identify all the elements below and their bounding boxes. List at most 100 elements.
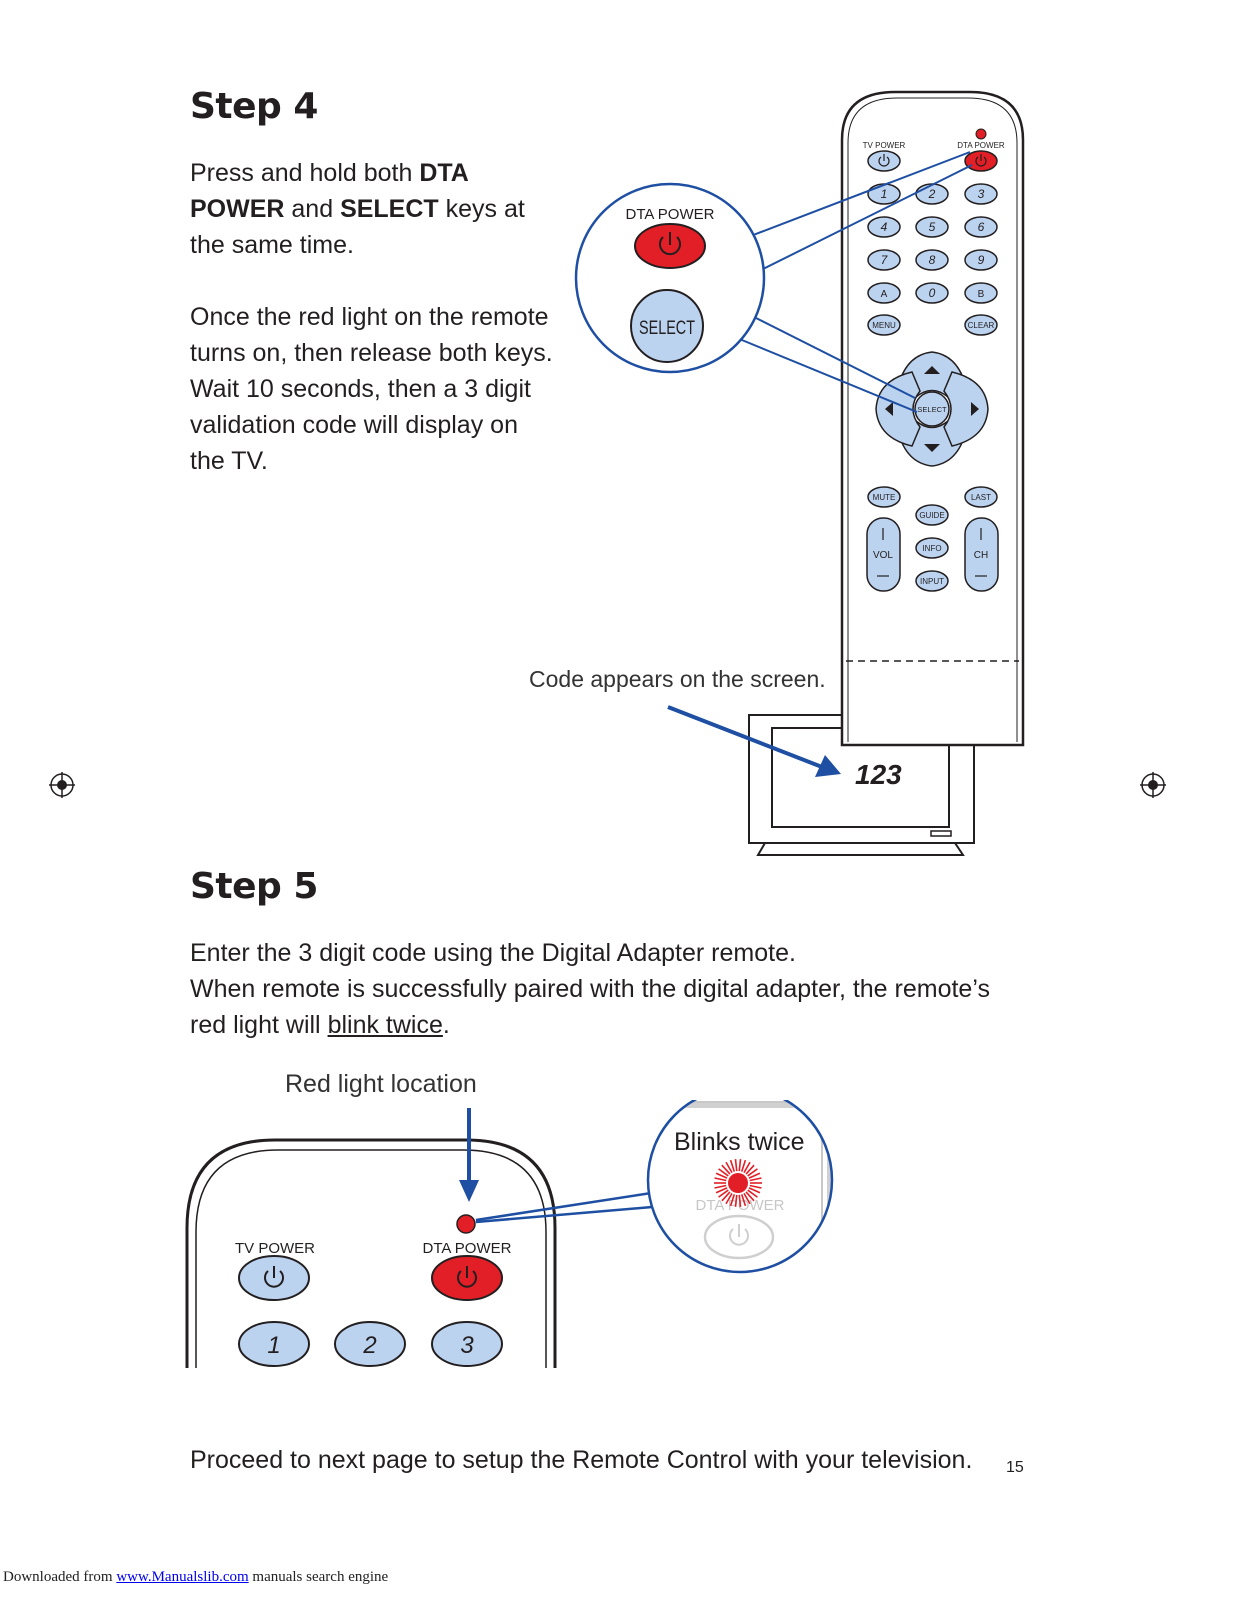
footer-prefix: Downloaded from: [3, 1569, 117, 1585]
remote-input-button[interactable]: INPUT: [915, 570, 949, 592]
remote-guide-button[interactable]: GUIDE: [915, 504, 949, 526]
power-icon: [264, 1266, 284, 1288]
red-light-location-label: Red light location: [285, 1070, 477, 1098]
remote-menu-label: MENU: [872, 321, 896, 330]
remote-select-label: SELECT: [917, 405, 947, 414]
manualslib-link[interactable]: www.Manualslib.com: [116, 1569, 249, 1585]
remote-key-label: A: [881, 289, 888, 300]
zoom-connector: [475, 1205, 653, 1224]
step4-text: and: [284, 195, 341, 223]
remote-info-button[interactable]: INFO: [915, 537, 949, 559]
remote-key-9[interactable]: 9: [964, 249, 998, 271]
step5-instruction: Enter the 3 digit code using the Digital…: [190, 935, 1010, 1043]
remote-mute-button[interactable]: MUTE: [867, 486, 901, 508]
remote-key-label: 9: [978, 253, 985, 267]
registration-mark-icon: [49, 772, 75, 798]
remote-dta-power-button[interactable]: [964, 150, 998, 172]
remote-last-button[interactable]: LAST: [964, 486, 998, 508]
step4-bold-select: SELECT: [340, 195, 439, 223]
remote-key-3[interactable]: 3: [964, 183, 998, 205]
blink-red-light: [728, 1173, 748, 1193]
remote-tv-power-label: TV POWER: [863, 141, 906, 150]
remote-illustration: 1 2 3 TV POWER DTA POWER 1 2 3 4 5 6 7 8 9A 0 B MENU…: [574, 90, 1025, 856]
blinks-twice-label: Blinks twice: [674, 1128, 805, 1156]
closeup-key-label: 1: [267, 1332, 280, 1359]
power-icon: [729, 1224, 749, 1246]
remote-dpad[interactable]: SELECT: [875, 351, 989, 467]
remote-key-label: 3: [978, 187, 985, 201]
remote-ch-rocker[interactable]: CH: [964, 517, 999, 592]
arrow-down-icon: [924, 444, 940, 452]
closeup-number-keys: 1 2 3: [238, 1321, 503, 1367]
step5-line: red light will blink twice.: [190, 1007, 1010, 1043]
zoom-callout: DTA POWER SELECT: [574, 182, 766, 374]
remote-key-label: 0: [929, 286, 936, 300]
remote-select-button[interactable]: SELECT: [914, 391, 950, 427]
closeup-dta-power-button[interactable]: [431, 1255, 503, 1301]
step5-line: When remote is successfully paired with …: [190, 975, 990, 1003]
remote-clear-button[interactable]: CLEAR: [964, 314, 998, 336]
remote-key-label: 4: [881, 220, 888, 234]
closeup-key-label: 3: [460, 1332, 474, 1359]
remote-key-label: B: [978, 289, 985, 300]
dpad-left[interactable]: [875, 371, 921, 447]
remote-info-label: INFO: [922, 544, 941, 553]
remote-red-light: [975, 128, 987, 140]
dpad-right[interactable]: [943, 371, 989, 447]
footer-suffix: manuals search engine: [248, 1569, 389, 1585]
remote-last-label: LAST: [971, 493, 991, 502]
arrow-down-icon: [459, 1108, 479, 1202]
code-arrow: [667, 705, 841, 777]
remote-key-label: 8: [929, 253, 936, 267]
remote-clear-label: CLEAR: [968, 321, 995, 330]
step4-text: Press and hold both: [190, 159, 420, 187]
remote-key-6[interactable]: 6: [964, 216, 998, 238]
step4-bold-dta-power: DTA POWER: [190, 159, 468, 223]
closeup-tv-power-button[interactable]: [238, 1255, 310, 1301]
code-caption: Code appears on the screen.: [529, 666, 826, 692]
page-number: 15: [1006, 1459, 1024, 1476]
remote-vol-rocker[interactable]: VOL: [866, 517, 901, 592]
callout-dta-power-label: DTA POWER: [626, 206, 715, 223]
arrow-up-icon: [924, 366, 940, 374]
footer: Downloaded from www.Manualslib.com manua…: [3, 1569, 388, 1586]
remote-tv-power-button[interactable]: [867, 150, 901, 172]
remote-key-label: 7: [881, 253, 889, 267]
closeup-key-3[interactable]: 3: [431, 1321, 503, 1367]
remote-key-A[interactable]: A: [867, 282, 901, 304]
power-icon: [878, 154, 890, 167]
remote-guide-label: GUIDE: [919, 511, 944, 520]
callout-connectors: [736, 151, 973, 413]
remote-key-5[interactable]: 5: [915, 216, 949, 238]
remote-top-body: [185, 1138, 557, 1368]
power-icon: [659, 232, 681, 256]
proceed-text: Proceed to next page to setup the Remote…: [190, 1446, 973, 1474]
remote-key-7[interactable]: 7: [867, 249, 901, 271]
power-icon: [975, 154, 987, 167]
arrow-left-icon: [885, 402, 893, 416]
remote-menu-button[interactable]: MENU: [867, 314, 901, 336]
remote-key-label: 5: [929, 220, 936, 234]
callout-dta-power-button: [634, 223, 706, 269]
blink-burst-icon: [714, 1159, 762, 1207]
remote-key-label: 1: [881, 187, 888, 201]
closeup-key-1[interactable]: 1: [238, 1321, 310, 1367]
remote-key-label: 2: [928, 187, 936, 201]
closeup-key-2[interactable]: 2: [334, 1321, 406, 1367]
remote-key-8[interactable]: 8: [915, 249, 949, 271]
closeup-tv-power-label: TV POWER: [235, 1240, 315, 1257]
closeup-key-label: 2: [362, 1332, 376, 1359]
remote-key-4[interactable]: 4: [867, 216, 901, 238]
step4-instruction: Press and hold both DTA POWER and SELECT…: [190, 155, 540, 263]
remote-number-keys: 1 2 3 4 5 6 7 8 9A 0 B: [867, 183, 998, 304]
remote-key-2[interactable]: 2: [915, 183, 949, 205]
closeup-dta-power-label: DTA POWER: [423, 1240, 512, 1257]
remote-key-0[interactable]: 0: [915, 282, 949, 304]
zoom-connector: [475, 1190, 659, 1222]
remote-input-label: INPUT: [920, 577, 944, 586]
remote-key-B[interactable]: B: [964, 282, 998, 304]
remote-key-1[interactable]: 1: [867, 183, 901, 205]
callout-select-button: SELECT: [630, 289, 704, 363]
step5-line: Enter the 3 digit code using the Digital…: [190, 939, 796, 967]
